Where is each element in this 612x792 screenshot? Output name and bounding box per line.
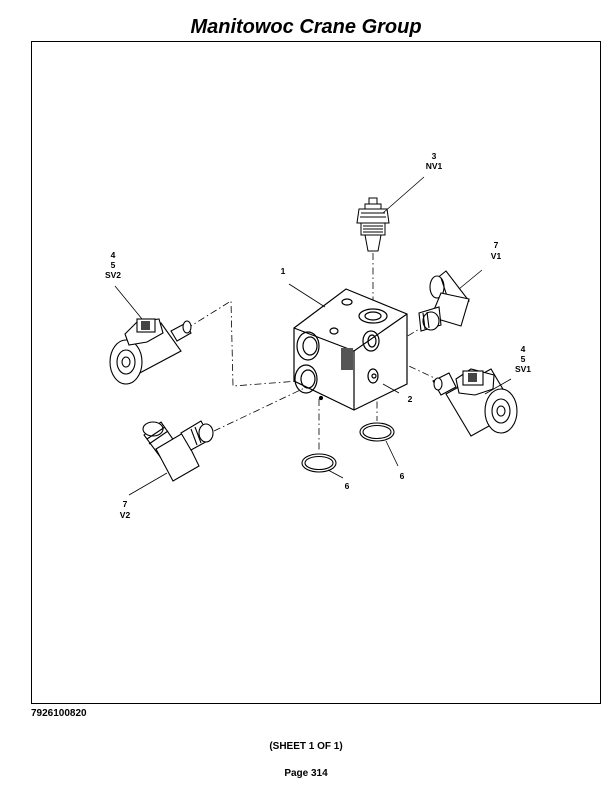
- svg-text:7: 7: [494, 240, 499, 250]
- callout-6-right: 6: [400, 471, 405, 481]
- callout-7-v1: 7 V1: [491, 240, 502, 261]
- drawing-frame: 3 NV1 7 V1 4 5 SV2 1 4 5 SV1 2 7 V2 6 6: [31, 41, 601, 704]
- svg-text:5: 5: [521, 354, 526, 364]
- elbow-fitting-v2: [142, 420, 214, 482]
- exploded-valve-diagram: 3 NV1 7 V1 4 5 SV2 1 4 5 SV1 2 7 V2 6 6: [105, 151, 531, 520]
- callout-7-v2: 7 V2: [120, 499, 131, 520]
- svg-text:4: 4: [521, 344, 526, 354]
- elbow-fitting-v1: [418, 270, 470, 332]
- svg-text:4: 4: [111, 250, 116, 260]
- svg-text:SV1: SV1: [515, 364, 531, 374]
- drawing-number: 7926100820: [31, 708, 87, 719]
- svg-text:7: 7: [123, 499, 128, 509]
- svg-text:3: 3: [432, 151, 437, 161]
- svg-text:NV1: NV1: [426, 161, 443, 171]
- leader-lines: [114, 176, 512, 496]
- svg-text:5: 5: [111, 260, 116, 270]
- svg-text:SV2: SV2: [105, 270, 121, 280]
- sheet-label: (SHEET 1 OF 1): [269, 741, 343, 752]
- solenoid-valve-sv2: [109, 318, 192, 385]
- svg-text:6: 6: [345, 481, 350, 491]
- callout-4-5-sv1: 4 5 SV1: [515, 344, 531, 374]
- svg-text:V1: V1: [491, 251, 502, 261]
- callout-3-nv1: 3 NV1: [426, 151, 443, 171]
- company-header: Manitowoc Crane Group: [190, 16, 422, 38]
- callout-1: 1: [281, 266, 286, 276]
- solenoid-valve-sv1: [432, 368, 518, 437]
- needle-valve-nv1: [356, 197, 390, 252]
- callout-2: 2: [408, 394, 413, 404]
- svg-text:6: 6: [400, 471, 405, 481]
- callout-4-5-sv2: 4 5 SV2: [105, 250, 121, 280]
- svg-text:1: 1: [281, 266, 286, 276]
- o-ring-right: [359, 422, 395, 442]
- manifold-block: [293, 288, 408, 411]
- svg-text:V2: V2: [120, 510, 131, 520]
- svg-text:2: 2: [408, 394, 413, 404]
- page-number: Page 314: [284, 768, 328, 779]
- callout-6-left: 6: [345, 481, 350, 491]
- o-ring-left: [301, 453, 337, 473]
